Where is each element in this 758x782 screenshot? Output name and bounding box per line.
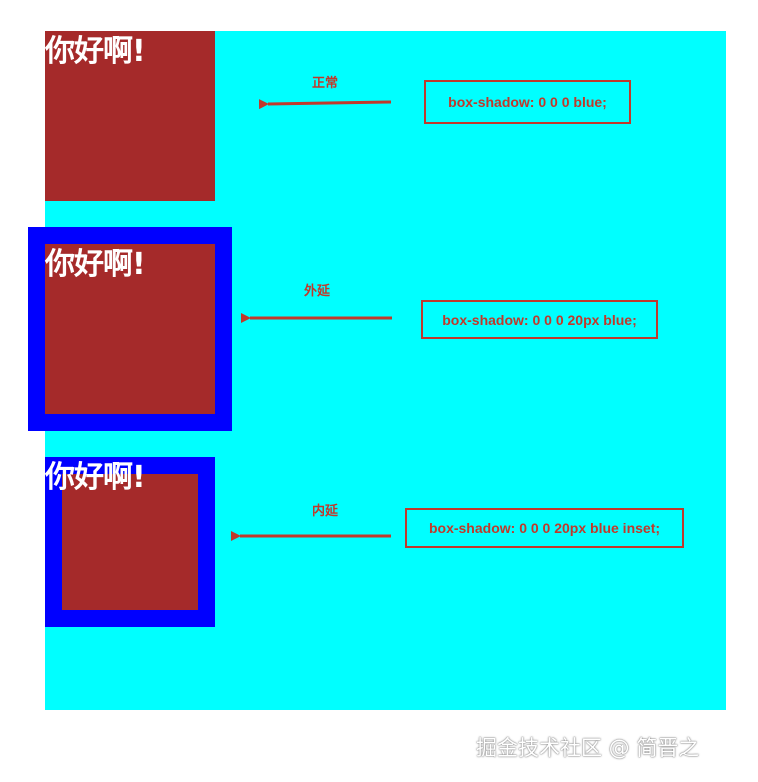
inset-shadow-box: 你好啊! bbox=[45, 457, 215, 627]
code-outset: box-shadow: 0 0 0 20px blue; bbox=[421, 300, 658, 339]
label-inset: 内延 bbox=[312, 504, 339, 519]
box-heading: 你好啊! bbox=[45, 34, 146, 69]
code-normal: box-shadow: 0 0 0 blue; bbox=[424, 80, 631, 124]
box-heading: 你好啊! bbox=[45, 460, 146, 495]
label-normal: 正常 bbox=[312, 76, 339, 91]
watermark: 掘金技术社区 @ 简晋之 bbox=[476, 736, 700, 760]
code-inset: box-shadow: 0 0 0 20px blue inset; bbox=[405, 508, 684, 548]
arrow-normal bbox=[258, 99, 392, 110]
box-heading: 你好啊! bbox=[45, 247, 146, 282]
label-outset: 外延 bbox=[304, 284, 331, 299]
normal-box: 你好啊! bbox=[45, 31, 215, 201]
outset-shadow-box: 你好啊! bbox=[45, 244, 215, 414]
